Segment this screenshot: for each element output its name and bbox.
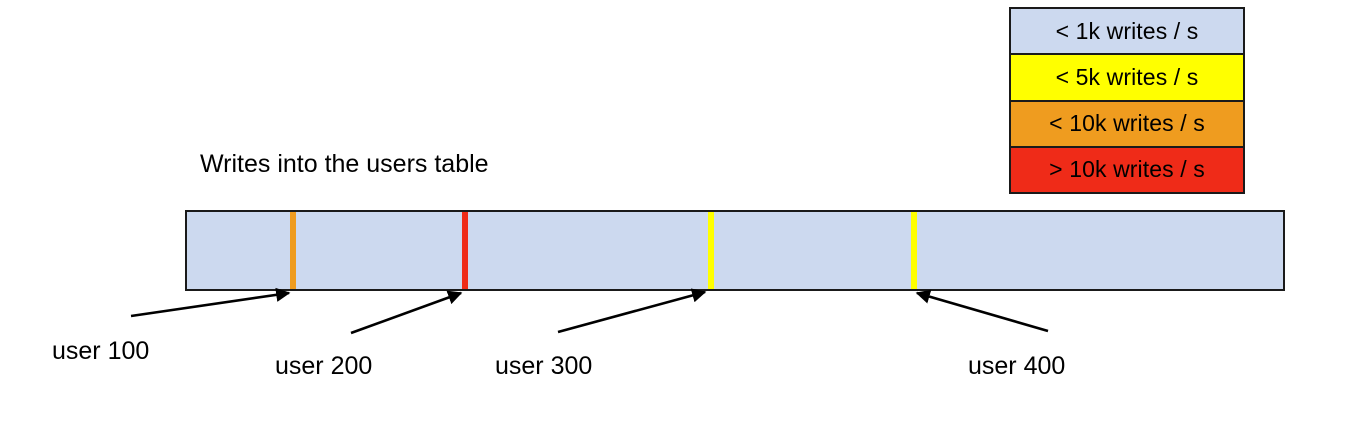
- legend-item-lt-5k: < 5k writes / s: [1011, 55, 1243, 102]
- legend-item-label: > 10k writes / s: [1049, 156, 1205, 183]
- write-rate-legend: < 1k writes / s < 5k writes / s < 10k wr…: [1009, 7, 1245, 194]
- legend-item-label: < 1k writes / s: [1055, 17, 1199, 44]
- user-400-marker: [911, 212, 918, 289]
- user-100-marker: [289, 212, 296, 289]
- callout-label-user-400: user 400: [968, 352, 1066, 380]
- user-300-marker: [708, 212, 715, 289]
- user-400-arrow: [915, 289, 1049, 333]
- legend-item-lt-1k: < 1k writes / s: [1011, 9, 1243, 56]
- user-200-arrow: [350, 290, 463, 335]
- callout-label-user-300: user 300: [495, 352, 593, 380]
- legend-item-label: < 10k writes / s: [1049, 110, 1205, 137]
- legend-item-gt-10k: > 10k writes / s: [1011, 147, 1243, 192]
- user-200-marker: [461, 212, 468, 289]
- page-title: Writes into the users table: [200, 150, 489, 178]
- legend-item-lt-10k: < 10k writes / s: [1011, 101, 1243, 148]
- callout-label-user-200: user 200: [275, 352, 373, 380]
- legend-item-label: < 5k writes / s: [1055, 63, 1199, 90]
- users-table-bar: [185, 210, 1285, 291]
- user-100-arrow: [130, 287, 291, 318]
- user-300-arrow: [557, 288, 707, 334]
- callout-label-user-100: user 100: [52, 337, 150, 365]
